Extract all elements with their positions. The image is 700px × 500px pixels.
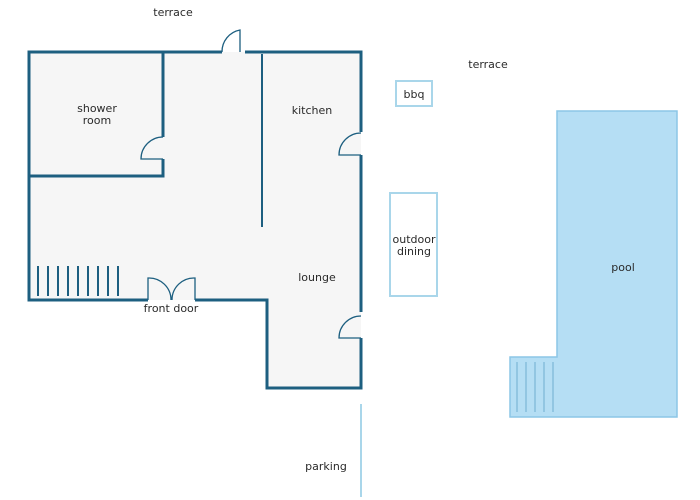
pool-steps-icon xyxy=(516,362,554,412)
label-terrace-top: terrace xyxy=(153,6,193,19)
house-floor xyxy=(29,52,361,388)
door-kitchen[interactable] xyxy=(338,132,362,156)
interior-walls xyxy=(29,52,263,227)
label-shower-room-line1: shower xyxy=(77,102,117,115)
label-parking: parking xyxy=(305,460,347,473)
label-front-door: front door xyxy=(144,302,199,315)
label-outdoor-dining-line2: dining xyxy=(397,245,431,258)
label-outdoor-dining-line1: outdoor xyxy=(393,233,436,246)
label-kitchen: kitchen xyxy=(292,104,333,117)
stairs-icon xyxy=(37,266,119,296)
label-shower-room-line2: room xyxy=(83,114,111,127)
label-lounge: lounge xyxy=(298,271,336,284)
label-bbq: bbq xyxy=(404,88,425,101)
outdoor-dining-area xyxy=(389,192,438,297)
bbq-area xyxy=(395,80,433,107)
label-pool: pool xyxy=(611,261,635,274)
door-terrace[interactable] xyxy=(221,29,241,53)
pool xyxy=(510,111,677,417)
door-lounge[interactable] xyxy=(338,315,362,339)
double-door-front[interactable] xyxy=(147,277,196,301)
pool-outline xyxy=(509,110,678,418)
label-terrace-right: terrace xyxy=(468,58,508,71)
door-shower-room[interactable] xyxy=(140,136,164,160)
